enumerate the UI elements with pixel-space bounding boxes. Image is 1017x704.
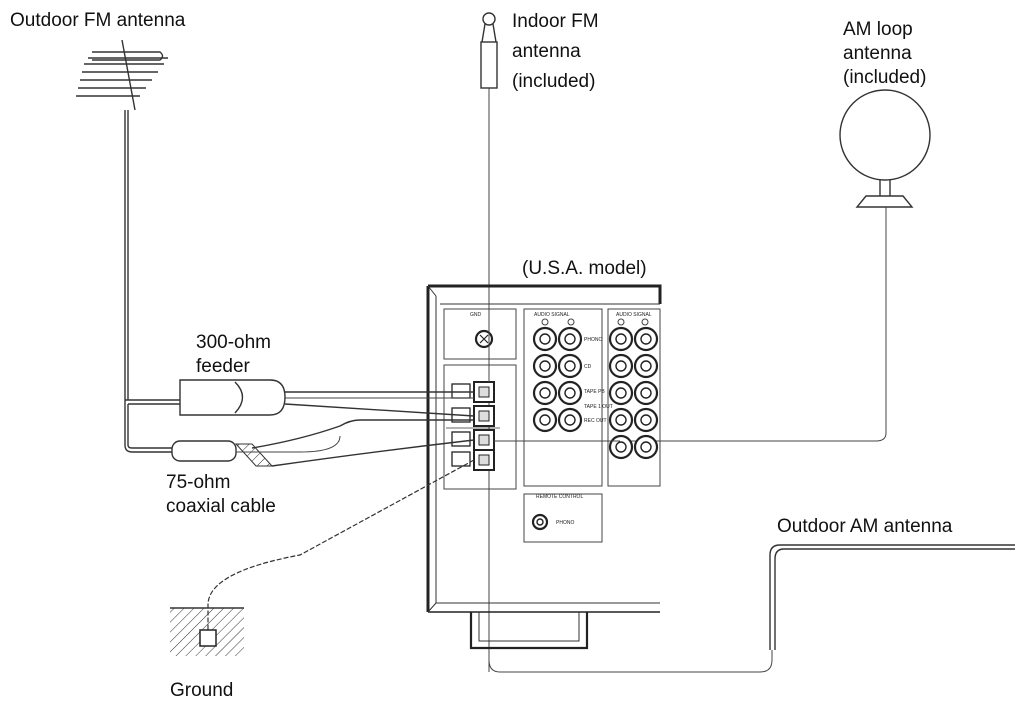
audio-signal-label-1: AUDIO SIGNAL bbox=[534, 312, 570, 318]
antenna-terminals bbox=[446, 381, 500, 471]
ground-label: Ground bbox=[170, 680, 234, 701]
remote-jack-label: PHONO bbox=[556, 520, 574, 526]
fm-feeder-wires bbox=[125, 379, 475, 417]
indoor-fm-label-line2: antenna bbox=[512, 41, 581, 62]
audio-jacks-1 bbox=[532, 326, 583, 433]
coaxial-cable bbox=[124, 400, 475, 467]
outdoor-fm-antenna-icon bbox=[76, 39, 168, 400]
audio-signal-label-2: AUDIO SIGNAL bbox=[616, 312, 652, 318]
rec-out-label: REC OUT bbox=[584, 418, 607, 424]
outdoor-fm-antenna-label: Outdoor FM antenna bbox=[10, 10, 186, 31]
outdoor-am-antenna-icon bbox=[488, 544, 1015, 673]
audio-jacks-2 bbox=[608, 326, 659, 460]
feeder-label-line1: 300-ohm bbox=[196, 332, 271, 353]
receiver-rear-panel: GND AUDIO SIGNAL bbox=[426, 284, 662, 650]
tape-pb-label: TAPE PB bbox=[584, 389, 605, 395]
cd-jack-label: CD bbox=[584, 364, 592, 370]
coax-label-line1: 75-ohm bbox=[166, 472, 231, 493]
am-loop-label-line1: AM loop bbox=[843, 19, 913, 40]
remote-control-label: REMOTE CONTROL bbox=[536, 494, 583, 500]
feeder-label-line2: feeder bbox=[196, 356, 250, 377]
am-loop-label-line2: antenna bbox=[843, 43, 912, 64]
ground-wire bbox=[207, 459, 475, 640]
am-loop-antenna-icon bbox=[620, 89, 931, 442]
coax-label-line2: coaxial cable bbox=[166, 496, 276, 517]
indoor-fm-label-line3: (included) bbox=[512, 71, 596, 92]
am-loop-label-line3: (included) bbox=[843, 67, 927, 88]
indoor-fm-label-line1: Indoor FM bbox=[512, 11, 599, 32]
usa-model-label: (U.S.A. model) bbox=[522, 258, 647, 279]
gnd-label: GND bbox=[470, 312, 482, 318]
outdoor-am-antenna-label: Outdoor AM antenna bbox=[777, 516, 953, 537]
ground-icon bbox=[170, 607, 244, 656]
phono-jack-label: PHONO bbox=[584, 337, 602, 343]
tape-out-label: TAPE 1 OUT bbox=[584, 404, 613, 410]
